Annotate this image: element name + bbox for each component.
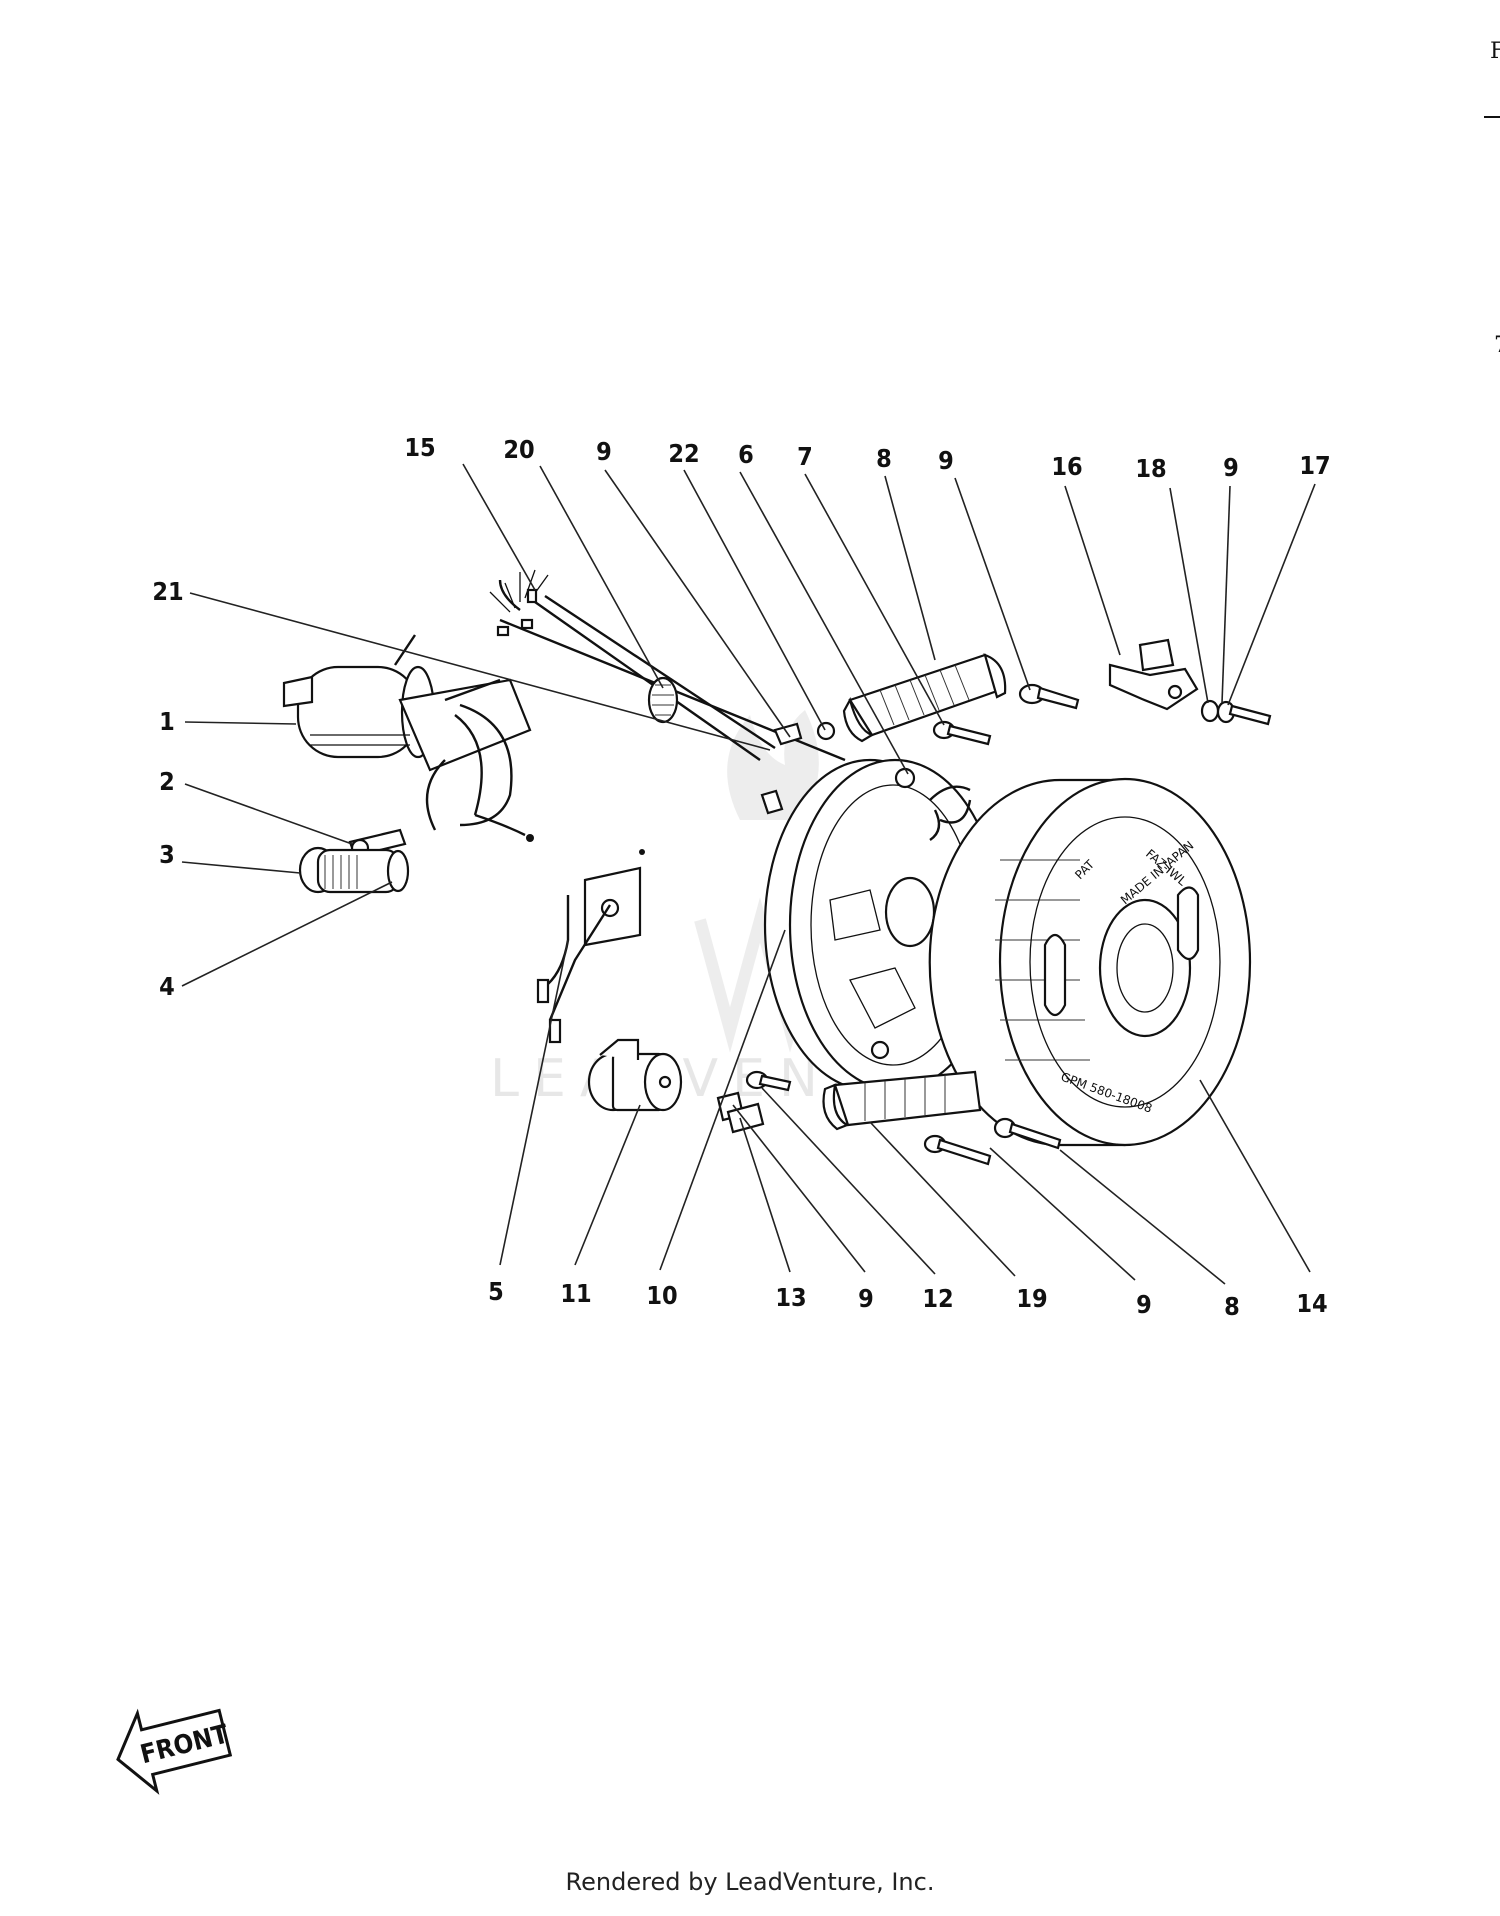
- screw-17: [1216, 700, 1272, 726]
- callout-14: 14: [1296, 1289, 1327, 1318]
- callout-18: 18: [1135, 454, 1166, 483]
- callout-5: 5: [488, 1277, 504, 1306]
- screw-9-upper: [1018, 683, 1080, 710]
- callout-7: 7: [797, 442, 813, 471]
- spark-plug: [298, 846, 410, 894]
- screw-12: [745, 1070, 792, 1092]
- callout-15: 15: [404, 433, 435, 462]
- condenser: [587, 1038, 683, 1112]
- callout-22: 22: [668, 439, 699, 468]
- edge-mark-side: 7: [1494, 333, 1500, 358]
- lighting-coil-upper: [842, 653, 1007, 743]
- callout-9e: 9: [1136, 1290, 1152, 1319]
- screw-9-lower-left: [923, 1134, 992, 1166]
- screw-7: [932, 720, 992, 746]
- callout-9b: 9: [938, 446, 954, 475]
- contact-breaker: [1108, 638, 1199, 711]
- leader-lines: [181, 463, 1316, 1285]
- callout-17: 17: [1299, 451, 1330, 480]
- callout-19: 19: [1016, 1284, 1047, 1313]
- ignition-coil: [282, 634, 534, 842]
- flywheel: PAT FAZ-IWL MADE IN JAPAN GPM 580-18008: [928, 777, 1252, 1147]
- callout-2: 2: [159, 767, 175, 796]
- callout-16: 16: [1051, 452, 1082, 481]
- callout-9a: 9: [596, 437, 612, 466]
- edge-mark-top: F: [1490, 39, 1500, 64]
- callout-9d: 9: [858, 1284, 874, 1313]
- wiring-harness: [489, 569, 846, 815]
- front-arrow: FRONT: [116, 1708, 233, 1795]
- callout-labels: 15 20 9 22 6 7 8 9 16 18 9 17 21 1 2 3 4…: [152, 433, 1330, 1321]
- callout-13: 13: [775, 1283, 806, 1312]
- callout-6: 6: [738, 440, 754, 469]
- callout-8a: 8: [876, 444, 892, 473]
- condenser-bracket: [536, 849, 645, 1044]
- callout-4: 4: [159, 972, 175, 1001]
- lighting-coil-lower: [822, 1070, 982, 1131]
- footer-credit: Rendered by LeadVenture, Inc.: [565, 1868, 935, 1896]
- callout-12: 12: [922, 1284, 953, 1313]
- callout-21: 21: [152, 577, 183, 606]
- callout-1: 1: [159, 707, 175, 736]
- callout-8b: 8: [1224, 1292, 1240, 1321]
- callout-11: 11: [560, 1279, 591, 1308]
- callout-20: 20: [503, 435, 534, 464]
- screw-8-lower-right: [993, 1117, 1062, 1150]
- washer-18: [1200, 699, 1220, 723]
- callout-10: 10: [646, 1281, 677, 1310]
- callout-9c: 9: [1223, 453, 1239, 482]
- callout-3: 3: [159, 840, 175, 869]
- bracket-13: [716, 1091, 765, 1134]
- grommet: [647, 676, 679, 724]
